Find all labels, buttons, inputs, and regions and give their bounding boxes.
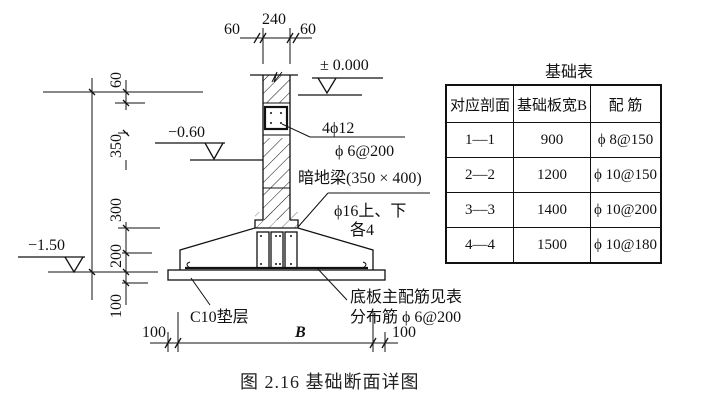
elevation-base: −1.50 (18, 237, 85, 274)
header-width: 基础板宽B (513, 84, 592, 123)
cell-section: 4—4 (445, 227, 515, 264)
ring-beam-stirrup-label: ϕ 6@200 (335, 143, 394, 160)
cell-section: 3—3 (445, 192, 515, 228)
cell-rebar: ϕ 10@150 (590, 157, 662, 193)
dim-bottom-right: 100 (392, 324, 416, 341)
cell-rebar: ϕ 10@200 (590, 192, 662, 228)
table-row: 1—1 900 ϕ 8@150 (445, 122, 662, 158)
foundation-table: 对应剖面 基础板宽B 配 筋 1—1 900 ϕ 8@150 2—2 1200 … (445, 84, 662, 264)
dim-left-200: 200 (108, 244, 125, 268)
elevation-ground-label: ± 0.000 (320, 57, 369, 74)
footing-slab (167, 227, 386, 281)
cell-width: 1400 (513, 192, 592, 228)
top-dimension: 60 240 60 (224, 11, 316, 64)
elevation-inner-label: −0.60 (168, 124, 205, 141)
header-section: 对应剖面 (445, 84, 515, 123)
dim-top-right: 60 (300, 21, 316, 38)
dim-left-100: 100 (108, 294, 125, 318)
cell-width: 1200 (513, 157, 592, 193)
dim-top-middle: 240 (262, 11, 286, 28)
cell-section: 2—2 (445, 157, 515, 193)
dim-top-left: 60 (224, 21, 240, 38)
cell-rebar: ϕ 8@150 (590, 122, 662, 158)
c10-cushion (167, 269, 386, 281)
ring-beam-rebar-label: 4ϕ12 (322, 120, 354, 137)
figure-caption: 图 2.16 基础断面详图 (240, 372, 420, 392)
table-row: 3—3 1400 ϕ 10@200 (445, 192, 662, 228)
table-row: 4—4 1500 ϕ 10@180 (445, 227, 662, 264)
elevation-inner: −0.60 (155, 124, 263, 161)
bottom-rebar-label-1: 底板主配筋见表 (350, 288, 462, 306)
cell-width: 1500 (513, 227, 592, 264)
table-title: 基础表 (545, 64, 594, 81)
bottom-dimension: 100 B 100 (142, 312, 416, 352)
table-row: 2—2 1200 ϕ 10@150 (445, 157, 662, 193)
elevation-ground: ± 0.000 (298, 57, 383, 96)
dim-bottom-left: 100 (142, 324, 166, 341)
dim-left-350: 350 (108, 134, 125, 158)
elevation-base-label: −1.50 (28, 237, 65, 254)
dim-bottom-middle: B (294, 324, 306, 341)
header-rebar: 配 筋 (590, 84, 662, 123)
hidden-beam-rebar-label-1: ϕ16上、下 (334, 202, 406, 220)
table-header-row: 对应剖面 基础板宽B 配 筋 (445, 84, 662, 123)
hidden-beam-rebar-label-2: 各4 (350, 221, 374, 239)
cell-width: 900 (513, 122, 592, 158)
cushion-label: C10垫层 (190, 308, 249, 326)
cell-section: 1—1 (445, 122, 515, 158)
brick-wall (250, 71, 299, 228)
dim-left-60: 60 (108, 72, 125, 88)
hidden-beam-label: 暗地梁(350 × 400) (298, 169, 422, 187)
cell-rebar: ϕ 10@180 (590, 227, 662, 264)
left-dimension: 60 350 300 200 100 (43, 72, 203, 318)
bottom-rebar-label-2: 分布筋 ϕ 6@200 (350, 308, 461, 326)
dim-left-300: 300 (108, 198, 125, 222)
